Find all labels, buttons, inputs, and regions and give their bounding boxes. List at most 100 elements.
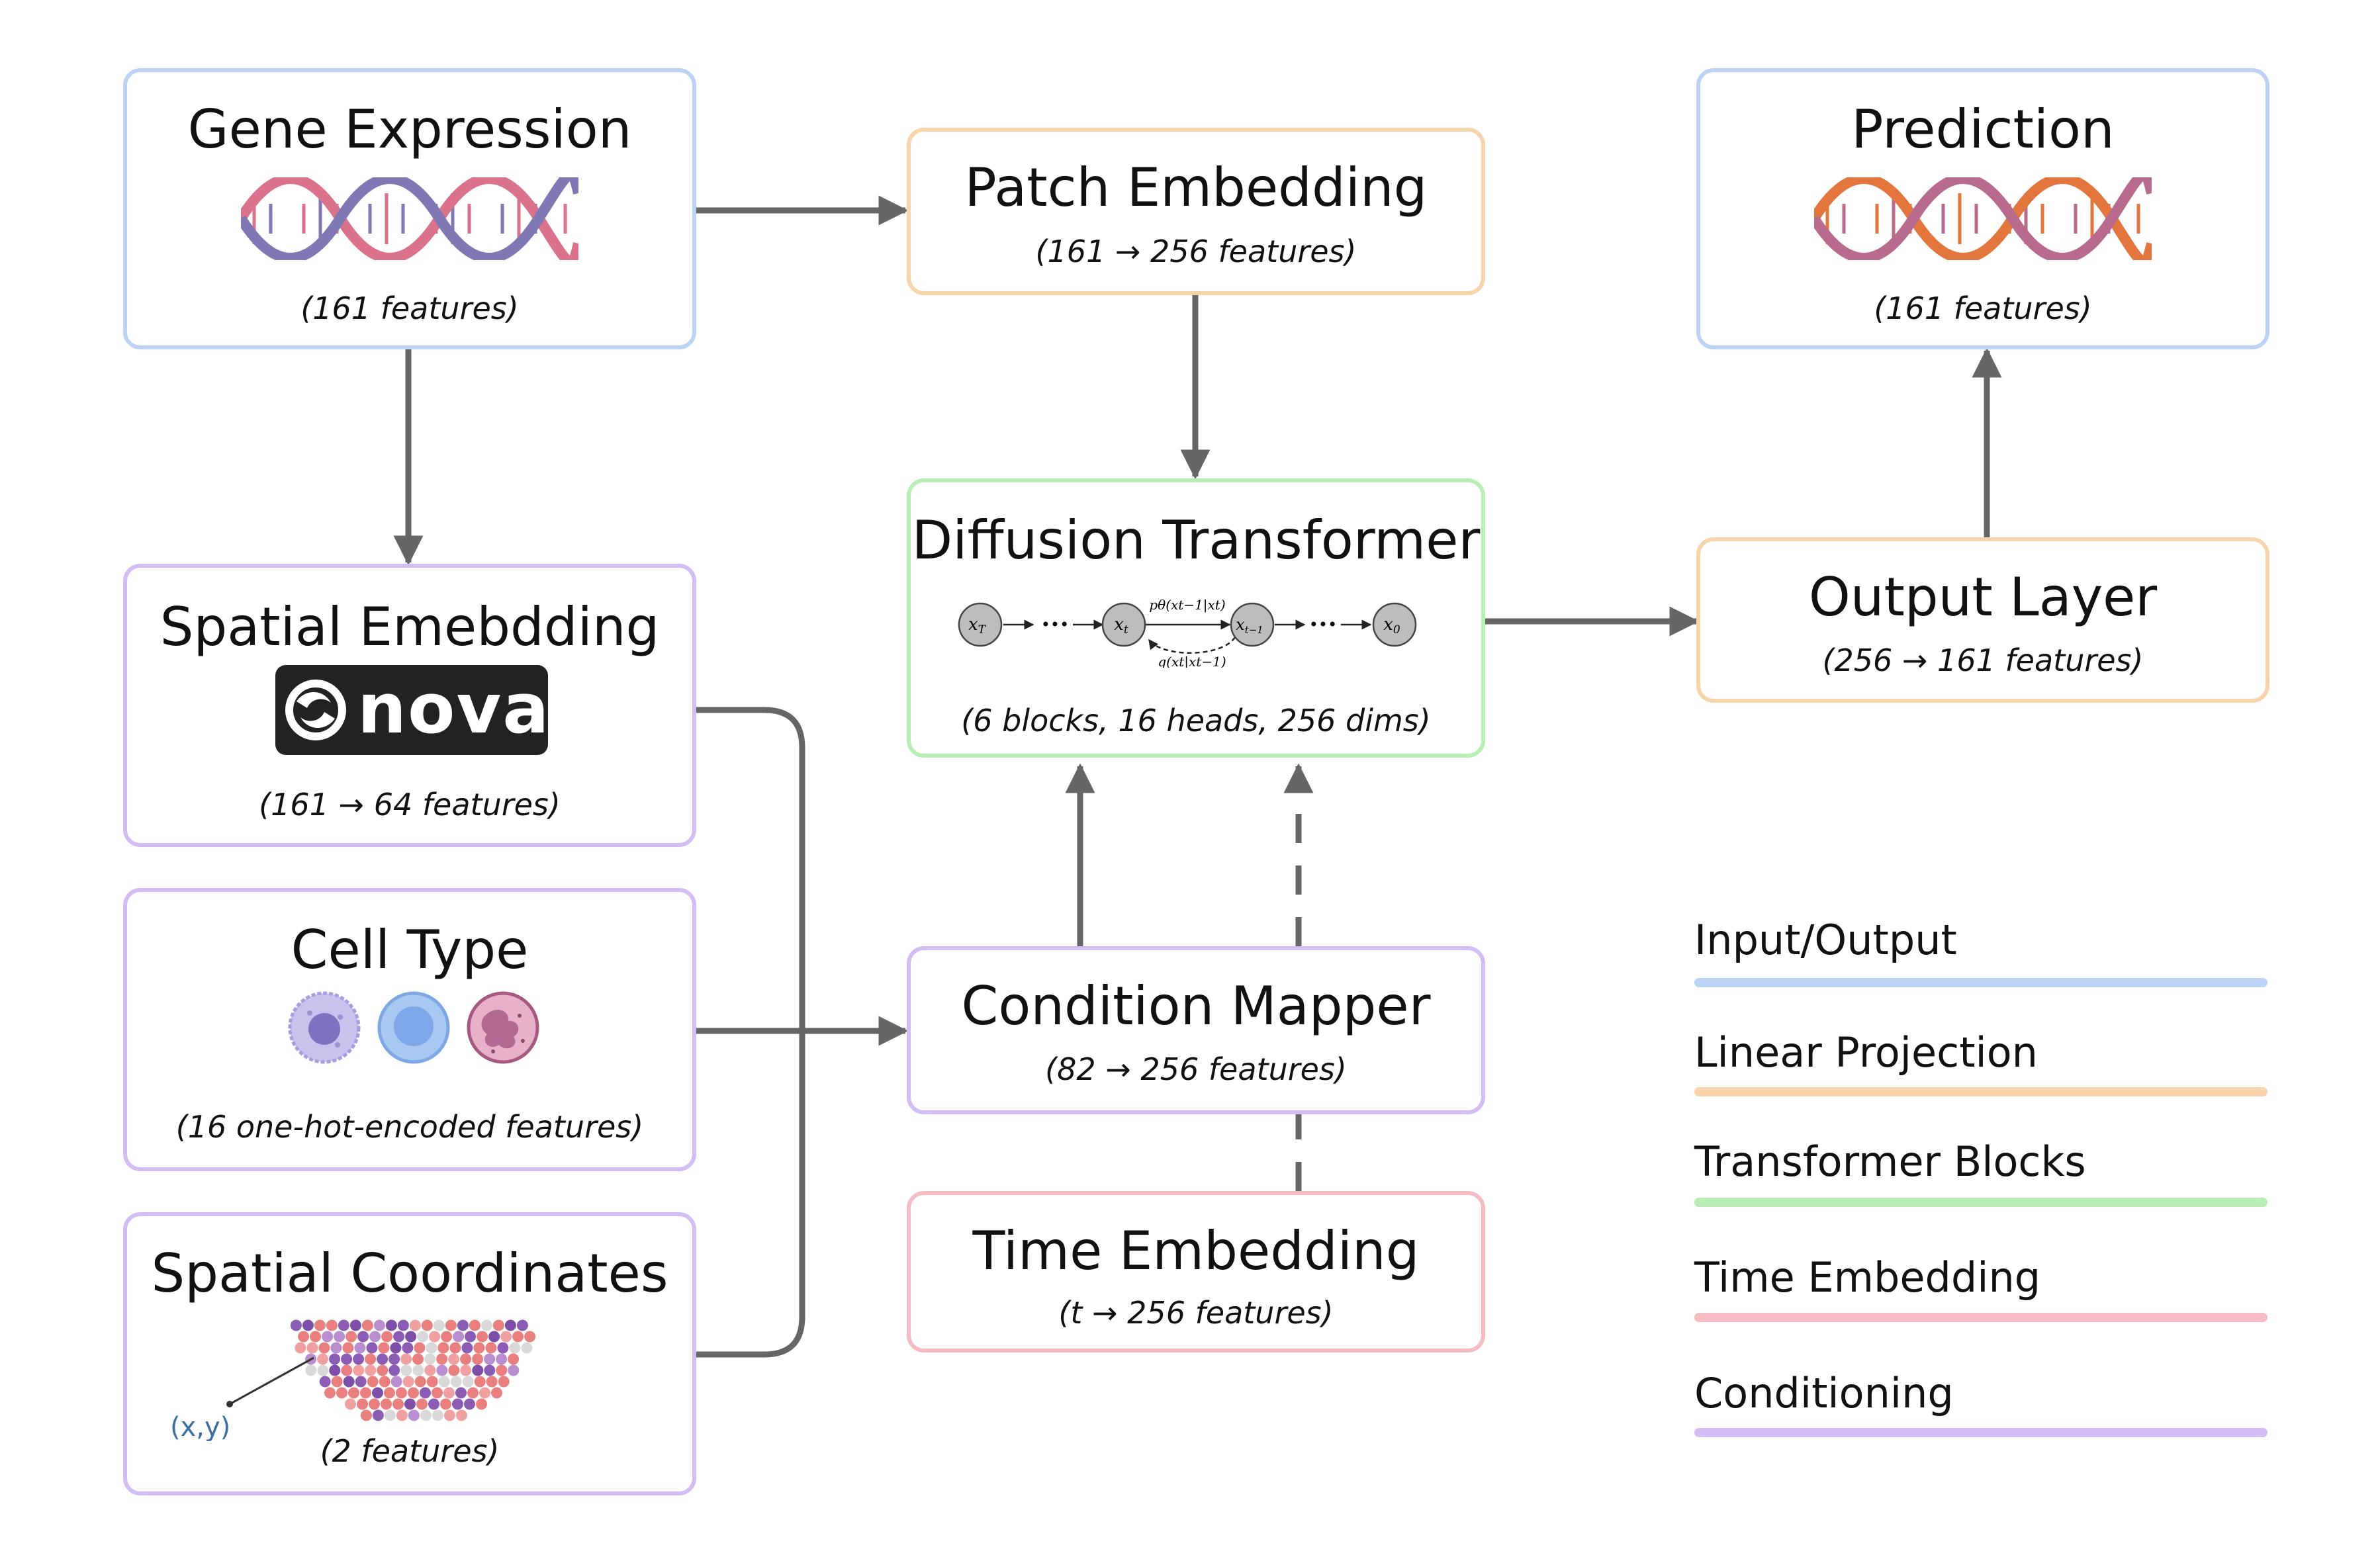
tissue-spot xyxy=(476,1398,487,1410)
granulocyte-cell-icon xyxy=(467,991,539,1064)
tissue-spot xyxy=(305,1364,317,1376)
tissue-spot xyxy=(317,1353,329,1365)
tissue-spot xyxy=(357,1331,369,1343)
tissue-spot xyxy=(361,1319,373,1331)
tissue-spot xyxy=(367,1376,379,1388)
tissue-spot xyxy=(420,1409,432,1421)
tissue-spot xyxy=(414,1342,426,1354)
svg-text:xT: xT xyxy=(968,615,987,637)
tissue-spot xyxy=(445,1319,457,1331)
tissue-spot xyxy=(392,1398,404,1410)
cell-type-title: Cell Type xyxy=(291,919,529,981)
tissue-spot xyxy=(473,1342,485,1354)
tissue-spot xyxy=(450,1376,462,1388)
tissue-spot xyxy=(385,1319,397,1331)
tissue-spot xyxy=(384,1387,395,1399)
tissue-spot xyxy=(369,1398,380,1410)
tissue-spot xyxy=(366,1342,378,1354)
tissue-spot xyxy=(461,1342,473,1354)
tissue-spot xyxy=(426,1342,437,1354)
tissue-spot xyxy=(369,1331,381,1343)
cell-type-subtitle: (16 one-hot-encoded features) xyxy=(175,1109,644,1145)
tissue-spot xyxy=(298,1331,310,1343)
tissue-spot xyxy=(516,1319,528,1331)
tissue-spot xyxy=(389,1353,400,1365)
spatial-embedding-subtitle: (161 → 64 features) xyxy=(259,787,561,822)
tissue-spot xyxy=(479,1387,490,1399)
svg-text:x0: x0 xyxy=(1383,615,1400,637)
legend-label-transformer-blocks: Transformer Blocks xyxy=(1694,1137,2086,1186)
legend-swatch-input-output xyxy=(1694,978,2267,987)
spatial-embedding-title: Spatial Emebdding xyxy=(160,596,660,658)
tissue-spot xyxy=(330,1342,342,1354)
tissue-spot xyxy=(408,1387,419,1399)
tissue-spot xyxy=(390,1376,402,1388)
dna-helix-icon xyxy=(241,177,578,260)
tissue-spot xyxy=(355,1376,367,1388)
tissue-spot xyxy=(342,1342,354,1354)
tissue-spot xyxy=(497,1342,509,1354)
tissue-spot xyxy=(324,1387,336,1399)
tissue-spot xyxy=(448,1364,460,1376)
legend-swatch-transformer-blocks xyxy=(1694,1198,2267,1207)
tissue-spot xyxy=(379,1376,390,1388)
patch-embedding-node: Patch Embedding (161 → 256 features) xyxy=(907,128,1485,295)
condition-mapper-subtitle: (82 → 256 features) xyxy=(1045,1051,1347,1087)
tissue-spot xyxy=(441,1331,453,1343)
tissue-spot xyxy=(453,1331,465,1343)
tissue-spot xyxy=(452,1398,463,1410)
cell-icons xyxy=(288,991,539,1064)
tissue-spot xyxy=(414,1376,426,1388)
tissue-spot xyxy=(433,1319,445,1331)
tissue-spot xyxy=(396,1387,407,1399)
tissue-spot xyxy=(372,1387,383,1399)
tissue-spot xyxy=(412,1364,424,1376)
tissue-spot xyxy=(381,1331,393,1343)
condition-mapper-title: Condition Mapper xyxy=(961,975,1431,1037)
tissue-spot xyxy=(405,1331,417,1343)
tissue-spot xyxy=(469,1319,481,1331)
tissue-spot xyxy=(455,1409,467,1421)
tissue-spot xyxy=(408,1409,420,1421)
spatial-coordinates-title: Spatial Coordinates xyxy=(151,1243,668,1304)
tissue-spot xyxy=(372,1409,384,1421)
tissue-spot xyxy=(295,1342,306,1354)
tissue-spot xyxy=(365,1364,377,1376)
patch-embedding-title: Patch Embedding xyxy=(964,157,1428,218)
output-layer-subtitle: (256 → 161 features) xyxy=(1822,643,2144,678)
tissue-spot xyxy=(521,1342,533,1354)
patch-embedding-subtitle: (161 → 256 features) xyxy=(1035,234,1357,269)
output-layer-node: Output Layer (256 → 161 features) xyxy=(1696,537,2269,703)
prediction-subtitle: (161 features) xyxy=(1874,290,2092,326)
tissue-spot xyxy=(357,1398,368,1410)
tissue-spot xyxy=(381,1398,392,1410)
tissue-spot xyxy=(319,1376,331,1388)
tissue-spot xyxy=(443,1387,455,1399)
tissue-spot xyxy=(360,1387,371,1399)
tissue-spot xyxy=(443,1409,455,1421)
coordinate-marker: (x,y) xyxy=(170,1356,314,1441)
svg-text:xt−1: xt−1 xyxy=(1236,615,1263,636)
tissue-spot xyxy=(465,1331,477,1343)
tissue-spot xyxy=(491,1387,502,1399)
tissue-spot xyxy=(420,1387,431,1399)
tissue-spot xyxy=(460,1364,472,1376)
coordinate-label: (x,y) xyxy=(170,1412,230,1441)
tissue-spot xyxy=(472,1353,484,1365)
tissue-spot xyxy=(336,1387,347,1399)
gene-expression-title: Gene Expression xyxy=(187,99,632,160)
tissue-spot xyxy=(485,1342,497,1354)
bracket-conditions xyxy=(696,707,805,1358)
tissue-spot xyxy=(345,1398,356,1410)
dna-helix-icon xyxy=(1814,177,2152,260)
tissue-spot xyxy=(331,1376,343,1388)
tissue-spot xyxy=(464,1398,475,1410)
tissue-spot xyxy=(416,1398,428,1410)
tissue-spot xyxy=(353,1353,365,1365)
tissue-spot xyxy=(509,1342,521,1354)
tissue-spot xyxy=(310,1331,322,1343)
tissue-spot xyxy=(329,1353,341,1365)
tissue-spot xyxy=(484,1353,496,1365)
tissue-spot xyxy=(402,1376,414,1388)
diffusion-chain: ••• ••• xT xt xt−1 x0 pθ(xt−1|xt) q(xt|x… xyxy=(958,597,1417,668)
